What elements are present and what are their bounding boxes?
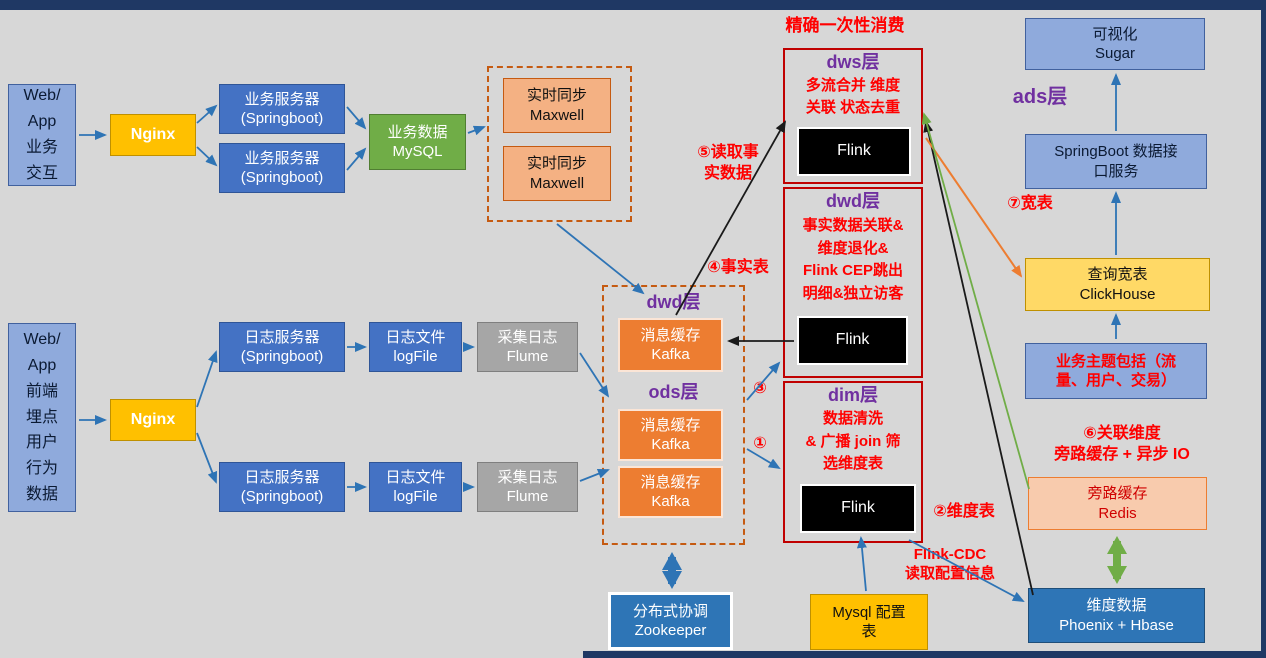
zookeeper: 分布式协调 Zookeeper xyxy=(608,592,733,650)
sugar-visualization: 可视化 Sugar xyxy=(1025,18,1205,70)
business-topics: 业务主题包括（流 量、用户、交易） xyxy=(1025,343,1207,399)
business-server-2: 业务服务器 (Springboot) xyxy=(219,143,345,193)
step3-label: ③ xyxy=(753,379,767,397)
arrow-nginx-to-bserver1 xyxy=(196,104,218,124)
dwd-title: dwd层 xyxy=(826,191,880,212)
business-server-1: 业务服务器 (Springboot) xyxy=(219,84,345,134)
redis-cache: 旁路缓存 Redis xyxy=(1028,477,1207,530)
dim-title: dim层 xyxy=(827,385,878,406)
step7-label: ⑦宽表 xyxy=(1007,194,1053,212)
arrow-nginx-to-bserver2 xyxy=(196,146,218,167)
maxwell-group-frame xyxy=(487,66,632,222)
kafka-ods-1: 消息缓存 Kafka xyxy=(618,409,723,461)
arrow-mysqlconfig-to-dim-flink xyxy=(856,536,867,592)
dim-desc: 数据清洗 & 广播 join 筛 选维度表 xyxy=(805,410,901,473)
arrow-bserver2-to-mysql xyxy=(346,147,367,171)
arrow-bserver1-to-mysql xyxy=(346,106,367,130)
dwd-desc: 事实数据关联& 维度退化& Flink CEP跳出 明细&独立访客 xyxy=(802,217,904,302)
screen-edge-bottom xyxy=(583,651,1266,658)
exactly-once-header: 精确一次性消费 xyxy=(785,15,905,35)
ads-layer-label: ads层 xyxy=(1012,86,1068,108)
source-web-app-behavior: Web/ App 前端 埋点 用户 行为 数据 xyxy=(8,323,76,512)
clickhouse: 查询宽表 ClickHouse xyxy=(1025,258,1210,311)
step1-label: ① xyxy=(753,434,767,452)
source-web-app-business: Web/ App 业务 交互 xyxy=(8,84,76,186)
flink-dwd: Flink xyxy=(797,316,908,365)
flink-dim: Flink xyxy=(800,484,916,533)
screen-edge-right xyxy=(1261,0,1266,658)
mysql-config-table: Mysql 配置 表 xyxy=(810,594,928,650)
dim-layer-frame xyxy=(783,381,923,543)
business-mysql: 业务数据 MySQL xyxy=(369,114,466,170)
step2-label: ②维度表 xyxy=(933,502,995,520)
arrow-nginx-to-lserver2 xyxy=(196,432,218,484)
maxwell-1: 实时同步 Maxwell xyxy=(503,78,611,133)
arrow-maxwell-to-kafka-group xyxy=(556,223,645,295)
logfile-1: 日志文件 logFile xyxy=(369,322,462,372)
dwd-kafka-label: dwd层 xyxy=(646,292,701,313)
flume-1: 采集日志 Flume xyxy=(477,322,578,372)
kafka-group-frame xyxy=(602,285,745,545)
step6-label: ⑥关联维度 旁路缓存 + 异步 IO xyxy=(1054,425,1190,463)
nginx-log: Nginx xyxy=(110,399,196,441)
flink-dws: Flink xyxy=(797,127,911,176)
arrow-mysql-to-maxwell xyxy=(467,125,486,136)
springboot-api: SpringBoot 数据接 口服务 xyxy=(1025,134,1207,189)
kafka-dwd: 消息缓存 Kafka xyxy=(618,318,723,372)
flink-cdc-label: Flink-CDC 读取配置信息 xyxy=(904,545,995,583)
step5-label: ⑤读取事 实数据 xyxy=(697,144,759,182)
kafka-ods-2: 消息缓存 Kafka xyxy=(618,466,723,518)
dws-title: dws层 xyxy=(826,52,880,73)
phoenix-hbase: 维度数据 Phoenix + Hbase xyxy=(1028,588,1205,643)
arrow-redis-to-dwsflink xyxy=(921,112,1030,490)
ods-kafka-label: ods层 xyxy=(648,382,699,403)
step4-label: ④事实表 xyxy=(707,258,769,276)
log-server-2: 日志服务器 (Springboot) xyxy=(219,462,345,512)
maxwell-2: 实时同步 Maxwell xyxy=(503,146,611,201)
logfile-2: 日志文件 logFile xyxy=(369,462,462,512)
screen-edge-top xyxy=(0,0,1266,10)
log-server-1: 日志服务器 (Springboot) xyxy=(219,322,345,372)
dws-desc: 多流合并 维度 关联 状态去重 xyxy=(805,76,901,117)
arrow-nginx-to-lserver1 xyxy=(196,350,218,408)
nginx-business: Nginx xyxy=(110,114,196,156)
flume-2: 采集日志 Flume xyxy=(477,462,578,512)
